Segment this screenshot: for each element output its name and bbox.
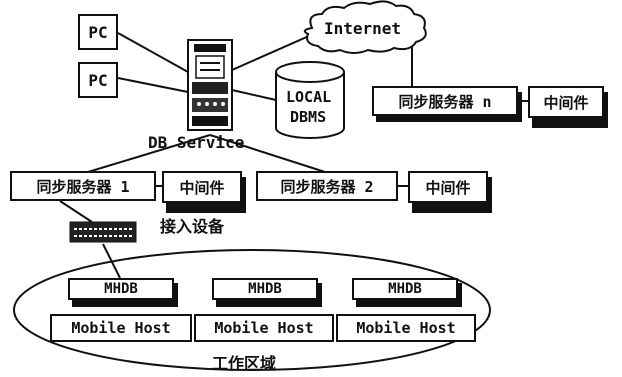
middleware-1-label: 中间件 bbox=[179, 178, 225, 197]
access-device-label: 接入设备 bbox=[160, 217, 225, 236]
mobile-host-3-label: Mobile Host bbox=[356, 319, 456, 337]
mobile-host-2-box: Mobile Host bbox=[194, 314, 334, 342]
pc-bottom-label: PC bbox=[88, 70, 108, 90]
local-dbms-line1: LOCAL bbox=[286, 88, 332, 106]
sync-server-2-label: 同步服务器 2 bbox=[280, 177, 374, 196]
mhdb-1-label: MHDB bbox=[104, 281, 138, 297]
internet-label: Internet bbox=[324, 19, 402, 38]
mobile-host-3-box: Mobile Host bbox=[336, 314, 476, 342]
link-server-internet bbox=[231, 31, 319, 71]
middleware-n-label: 中间件 bbox=[543, 93, 589, 112]
link-sync1-access bbox=[59, 200, 93, 223]
middleware-2-box: 中间件 bbox=[408, 171, 488, 203]
middleware-n-box: 中间件 bbox=[528, 86, 604, 118]
local-dbms-line2: DBMS bbox=[290, 108, 327, 126]
local-dbms-cylinder bbox=[275, 61, 345, 139]
sync-server-n-label: 同步服务器 n bbox=[398, 92, 492, 111]
mhdb-2-box: MHDB bbox=[212, 278, 318, 300]
link-server-sync1 bbox=[87, 134, 211, 173]
middleware-1-box: 中间件 bbox=[162, 171, 242, 203]
work-area-label: 工作区域 bbox=[212, 354, 277, 373]
link-pc-bottom-server bbox=[117, 77, 189, 93]
pc-bottom-box: PC bbox=[78, 62, 118, 98]
work-area-ellipse bbox=[13, 249, 491, 371]
internet-cloud bbox=[303, 0, 427, 54]
sync-server-n-box: 同步服务器 n bbox=[372, 86, 518, 116]
sync-server-2-box: 同步服务器 2 bbox=[256, 171, 398, 201]
mhdb-3-label: MHDB bbox=[388, 281, 422, 297]
link-server-dbms bbox=[231, 89, 277, 101]
sync-server-1-label: 同步服务器 1 bbox=[36, 177, 130, 196]
server-tower-icon bbox=[187, 39, 233, 131]
mhdb-3-box: MHDB bbox=[352, 278, 458, 300]
link-server-sync2 bbox=[209, 134, 326, 173]
mobile-host-2-label: Mobile Host bbox=[214, 319, 314, 337]
sync-server-1-box: 同步服务器 1 bbox=[10, 171, 156, 201]
db-service-label: DB Service bbox=[148, 133, 245, 152]
link-pc-top-server bbox=[117, 32, 189, 73]
pc-top-box: PC bbox=[78, 14, 118, 50]
mobile-host-1-box: Mobile Host bbox=[50, 314, 192, 342]
mhdb-2-label: MHDB bbox=[248, 281, 282, 297]
mobile-host-1-label: Mobile Host bbox=[71, 319, 171, 337]
mhdb-1-box: MHDB bbox=[68, 278, 174, 300]
access-device-icon bbox=[69, 221, 137, 243]
pc-top-label: PC bbox=[88, 22, 108, 42]
link-access-mhdb1 bbox=[102, 243, 121, 279]
middleware-2-label: 中间件 bbox=[425, 178, 471, 197]
